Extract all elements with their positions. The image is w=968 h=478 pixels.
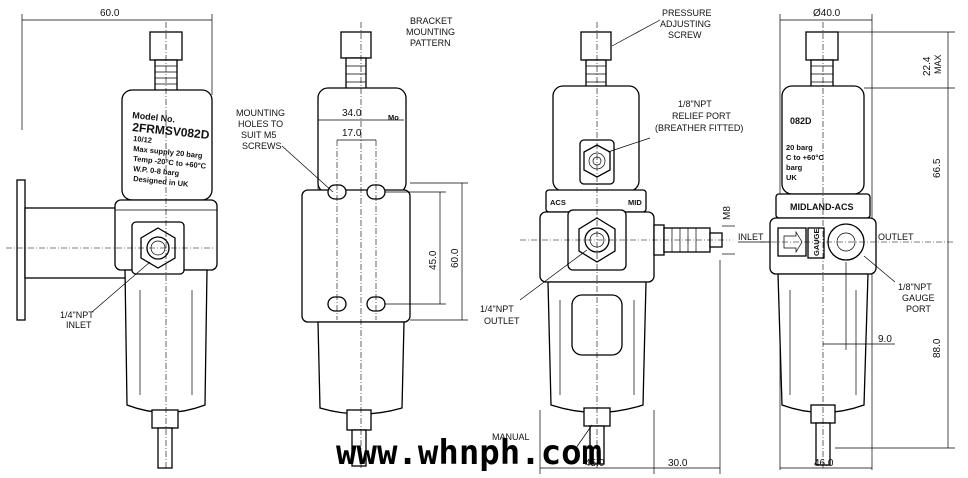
relief-label-1: 1/8"NPT [678, 99, 712, 109]
inlet-label-2: INLET [66, 320, 92, 330]
plate-line-1: Model No. [132, 110, 176, 124]
dim-46: 46.0 [814, 458, 834, 469]
gauge-label-2: GAUGE [902, 293, 935, 303]
bracket-title-1: BRACKET [410, 16, 453, 26]
dim-diameter: Ø40.0 [813, 8, 841, 19]
side-plate-l1: 20 barg [786, 143, 813, 152]
dim-60: 60.0 [450, 248, 461, 268]
dim-front-30: 30.0 [668, 458, 688, 469]
dim-m8: M8 [722, 206, 733, 220]
front-brand-right: MID [628, 198, 642, 207]
view-4-side: Ø40.0 082D 20 barg C to +60°C barg UK MI… [760, 8, 955, 470]
watermark-text: www.whnph.com [336, 433, 602, 473]
dim-45: 45.0 [428, 250, 439, 270]
view-3-front: PRESSURE ADJUSTING SCREW [480, 8, 770, 474]
view-1-side: 60.0 Model No. 2FRMSV082D 1 [6, 8, 218, 470]
relief-label-2: RELIEF PORT [672, 111, 731, 121]
gauge-label-1: 1/8"NPT [898, 282, 932, 292]
dim-front-45: 45.0 [585, 458, 605, 469]
holes-label-4: SCREWS [242, 141, 282, 151]
dim-max: MAX [933, 54, 943, 74]
plate-line-3: 10/12 [133, 134, 153, 145]
pressure-label-1: PRESSURE [662, 8, 712, 18]
inlet-label-1: 1/4"NPT [60, 310, 94, 320]
dim-9: 9.0 [878, 334, 892, 345]
pressure-label-2: ADJUSTING [660, 19, 711, 29]
dim-22-4: 22.4 [922, 56, 933, 76]
side-plate-code: 082D [790, 116, 812, 126]
holes-label-2: HOLES TO [238, 119, 283, 129]
gauge-label-3: PORT [906, 304, 931, 314]
outlet-label-1: 1/4"NPT [480, 304, 514, 314]
outlet-label-2: OUTLET [484, 316, 520, 326]
bracket-title-2: MOUNTING [406, 27, 455, 37]
inlet-label: INLET [738, 232, 764, 242]
side-plate-l4: UK [786, 173, 797, 182]
side-plate-l3: barg [786, 163, 803, 172]
dim-66-5: 66.5 [932, 158, 943, 178]
dim-17: 17.0 [342, 128, 362, 139]
dim-88: 88.0 [932, 338, 943, 358]
side-plate-l2: C to +60°C [786, 153, 824, 162]
holes-label-1: MOUNTING [236, 108, 285, 118]
side-outlet-label: OUTLET [878, 232, 914, 242]
holes-label-3: SUIT M5 [241, 130, 276, 140]
bracket-title-3: PATTERN [410, 38, 451, 48]
dim-34: 34.0 [342, 108, 362, 119]
bracket-plate-fragment: Mo [388, 113, 399, 122]
view-2-bracket: BRACKET MOUNTING PATTERN Mo 34.0 [236, 16, 468, 470]
manual-label: MANUAL [492, 432, 530, 442]
brand-label: MIDLAND-ACS [790, 202, 854, 212]
pressure-label-3: SCREW [668, 30, 702, 40]
front-brand-left: ACS [550, 198, 566, 207]
dim-width-60: 60.0 [100, 8, 120, 19]
relief-label-3: (BREATHER FITTED) [655, 123, 743, 133]
